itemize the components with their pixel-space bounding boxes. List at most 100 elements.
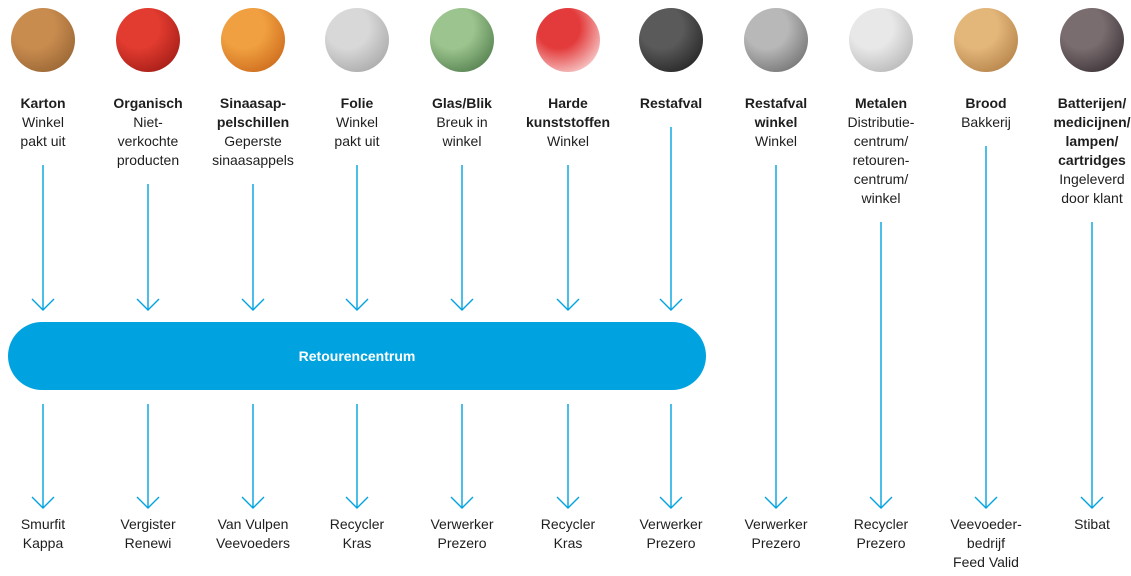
arrow-to-destination — [869, 222, 893, 509]
stream-title: Organisch — [113, 95, 183, 111]
batteries-photo-icon — [1060, 8, 1124, 72]
bread-photo-icon — [954, 8, 1018, 72]
stream-source: Winkel — [546, 133, 589, 149]
arrow-from-hub — [450, 404, 474, 509]
stream-source: producten — [116, 152, 180, 168]
stream-destination: Stibat — [1036, 515, 1131, 534]
stream-source: verkochte — [117, 133, 179, 149]
stream-source: sinaasappels — [212, 152, 294, 168]
destination-line: Recycler — [329, 516, 385, 532]
arrow-to-hub — [659, 127, 683, 311]
destination-line: Recycler — [540, 516, 596, 532]
destination-line: Veevoeder- — [950, 516, 1022, 532]
arrow-to-destination — [974, 146, 998, 509]
destination-line: Verwerker — [744, 516, 808, 532]
stream-title: Karton — [20, 95, 66, 111]
hub-label: Retourencentrum — [298, 348, 416, 364]
tomatoes-photo-icon — [116, 8, 180, 72]
stream-source: Niet- — [133, 114, 163, 130]
stream-source: Bakkerij — [961, 114, 1011, 130]
stream-title: Metalen — [854, 95, 908, 111]
foil-photo-icon — [325, 8, 389, 72]
destination-line: Vergister — [120, 516, 176, 532]
destination-line: Kras — [342, 535, 372, 551]
stream-source: Winkel — [754, 133, 797, 149]
stream-title: Glas/Blik — [432, 95, 492, 111]
stream-source: winkel — [442, 133, 482, 149]
stream-source: Winkel — [335, 114, 378, 130]
destination-line: Feed Valid — [953, 554, 1019, 570]
orange-peel-photo-icon — [221, 8, 285, 72]
arrow-from-hub — [31, 404, 55, 509]
destination-line: Smurfit — [20, 516, 66, 532]
stream-title: Folie — [340, 95, 374, 111]
stream-source: Winkel — [21, 114, 64, 130]
destination-line: Prezero — [856, 535, 906, 551]
arrow-from-hub — [241, 404, 265, 509]
destination-line: Prezero — [646, 535, 696, 551]
stream-title: Brood — [965, 95, 1007, 111]
arrow-from-hub — [136, 404, 160, 509]
stream-source: centrum/ — [853, 133, 909, 149]
stream-title: Harde — [548, 95, 588, 111]
arrow-to-hub — [556, 165, 580, 311]
stream-source: door klant — [1061, 190, 1123, 206]
cardboard-photo-icon — [11, 8, 75, 72]
destination-line: bedrijf — [966, 535, 1006, 551]
destination-line: Prezero — [751, 535, 801, 551]
hard-plastic-photo-icon — [536, 8, 600, 72]
stream-title: medicijnen/ — [1053, 114, 1131, 130]
arrow-to-destination — [764, 165, 788, 509]
destination-line: Stibat — [1074, 516, 1110, 532]
stream-source: Ingeleverd — [1059, 171, 1125, 187]
stream-title: Batterijen/ — [1057, 95, 1127, 111]
stream-title: kunststoffen — [526, 114, 610, 130]
destination-line: Renewi — [124, 535, 172, 551]
destination-line: Verwerker — [639, 516, 703, 532]
destination-line: Veevoeders — [216, 535, 290, 551]
retourencentrum-hub: Retourencentrum — [8, 322, 706, 390]
stream-source: Breuk in — [436, 114, 488, 130]
arrow-from-hub — [556, 404, 580, 509]
stream-title: Restafval — [639, 95, 703, 111]
stream-source: pakt uit — [20, 133, 66, 149]
arrow-from-hub — [345, 404, 369, 509]
stream-source: winkel — [861, 190, 901, 206]
arrow-from-hub — [659, 404, 683, 509]
destination-line: Kappa — [22, 535, 64, 551]
stream-label: Restafval — [615, 94, 727, 113]
stream-title: cartridges — [1058, 152, 1126, 168]
destination-line: Recycler — [853, 516, 909, 532]
arrow-to-hub — [31, 165, 55, 311]
arrow-to-hub — [345, 165, 369, 311]
stream-source: Distributie- — [847, 114, 915, 130]
stream-title: Sinaasap- — [219, 95, 287, 111]
destination-line: Kras — [553, 535, 583, 551]
arrow-to-hub — [241, 184, 265, 311]
waste-bag-photo-icon — [639, 8, 703, 72]
stream-title: lampen/ — [1065, 133, 1119, 149]
